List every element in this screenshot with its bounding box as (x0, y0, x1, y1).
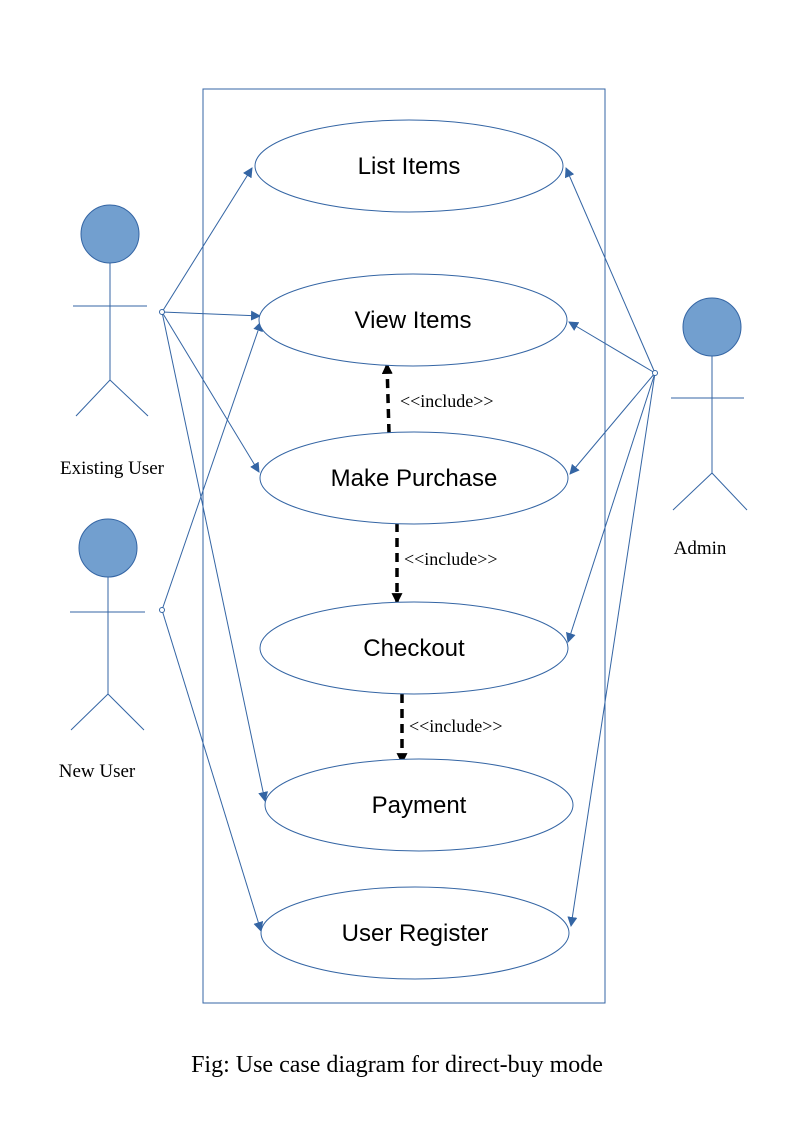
association-existing-view (161, 310, 261, 321)
connection-port-existing (159, 309, 165, 315)
include-label: <<include>> (404, 549, 498, 569)
actor-existing-user[interactable]: Existing User (60, 204, 165, 479)
association-newuser-view (161, 321, 263, 611)
system-boundary (202, 88, 606, 1004)
stick-figure-icon (671, 297, 748, 511)
use-case-label: Checkout (363, 635, 465, 662)
association-admin-checkout (566, 372, 656, 643)
use-case-user-register[interactable]: User Register (260, 886, 570, 980)
use-case-label: Make Purchase (331, 465, 498, 492)
stick-figure-icon (70, 518, 145, 731)
include-label: <<include>> (400, 391, 494, 411)
association-newuser-register (161, 609, 264, 932)
use-case-checkout[interactable]: Checkout (259, 601, 569, 695)
use-case-view-items[interactable]: View Items (258, 273, 568, 367)
association-existing-list (161, 167, 253, 313)
include-label: <<include>> (409, 716, 503, 736)
association-admin-view (568, 321, 656, 374)
association-lines (159, 167, 658, 932)
actor-label: New User (59, 761, 136, 782)
use-case-label: Payment (372, 792, 467, 819)
association-existing-payment (161, 311, 269, 802)
actor-label: Admin (674, 538, 727, 559)
figure-caption: Fig: Use case diagram for direct-buy mod… (191, 1052, 603, 1078)
association-existing-purchase (161, 311, 260, 473)
actor-label: Existing User (60, 458, 165, 479)
association-admin-list (564, 167, 656, 374)
association-admin-register (567, 372, 656, 927)
actor-admin[interactable]: Admin (671, 297, 748, 559)
stick-figure-icon (73, 204, 149, 417)
use-case-diagram: <<include>> <<include>> <<include>> List I… (59, 88, 748, 1004)
association-admin-purchase (569, 372, 656, 475)
use-case-list-items[interactable]: List Items (254, 119, 564, 213)
use-case-payment[interactable]: Payment (264, 758, 574, 852)
use-case-label: User Register (342, 920, 489, 947)
actor-new-user[interactable]: New User (59, 518, 145, 782)
use-case-label: List Items (358, 153, 461, 180)
use-case-label: View Items (355, 307, 472, 334)
connection-port-admin (652, 370, 658, 376)
use-case-make-purchase[interactable]: Make Purchase (259, 431, 569, 525)
connection-port-newuser (159, 607, 165, 613)
include-relations: <<include>> <<include>> <<include>> (381, 362, 503, 765)
include-arrow-purchase-view (381, 362, 393, 434)
